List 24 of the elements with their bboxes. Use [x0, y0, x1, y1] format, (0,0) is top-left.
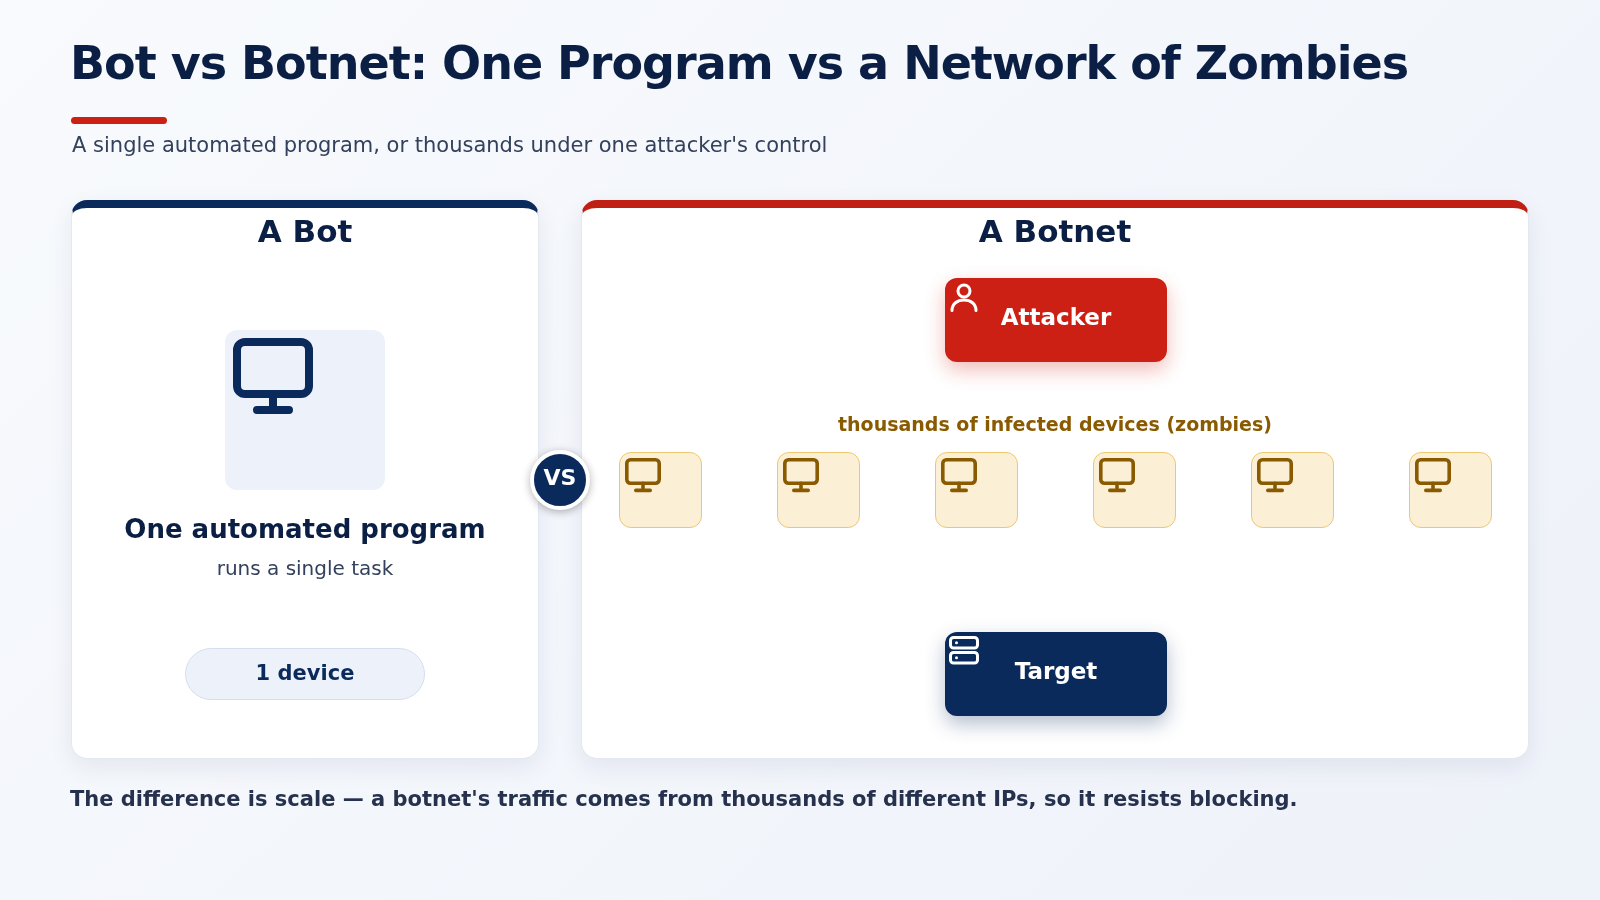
node-label: Target: [1014, 658, 1098, 684]
subtitle: A single automated program, or thousands under one attacker's control: [72, 133, 828, 157]
panel-heading: A Bot: [257, 213, 353, 249]
vs-label: VS: [543, 465, 577, 490]
caption: The difference is scale — a botnet's traffic comes from thousands of different IPs, so it resists blocking.: [70, 787, 1298, 811]
zombie-device-tile: [1251, 452, 1334, 528]
panel-card: [71, 200, 539, 759]
count-pill: [185, 648, 425, 700]
target-box: [945, 632, 1167, 716]
description: runs a single task: [216, 556, 394, 580]
panel-heading: A Botnet: [978, 213, 1132, 249]
node-label: Attacker: [1000, 304, 1112, 330]
device-tile: [225, 330, 385, 490]
zombie-device-tile: [777, 452, 860, 528]
zombie-device-tile: [1409, 452, 1492, 528]
zombie-device-tile: [1093, 452, 1176, 528]
attacker-box: [945, 278, 1167, 362]
zombie-device-tile: [935, 452, 1018, 528]
group-label: thousands of infected devices (zombies): [838, 413, 1272, 435]
zombie-device-tile: [619, 452, 702, 528]
panel-card: [581, 200, 1529, 759]
title: Bot vs Botnet: One Program vs a Network of Zombies: [70, 36, 1409, 90]
count-label: 1 device: [255, 661, 355, 685]
heading: One automated program: [124, 514, 486, 544]
